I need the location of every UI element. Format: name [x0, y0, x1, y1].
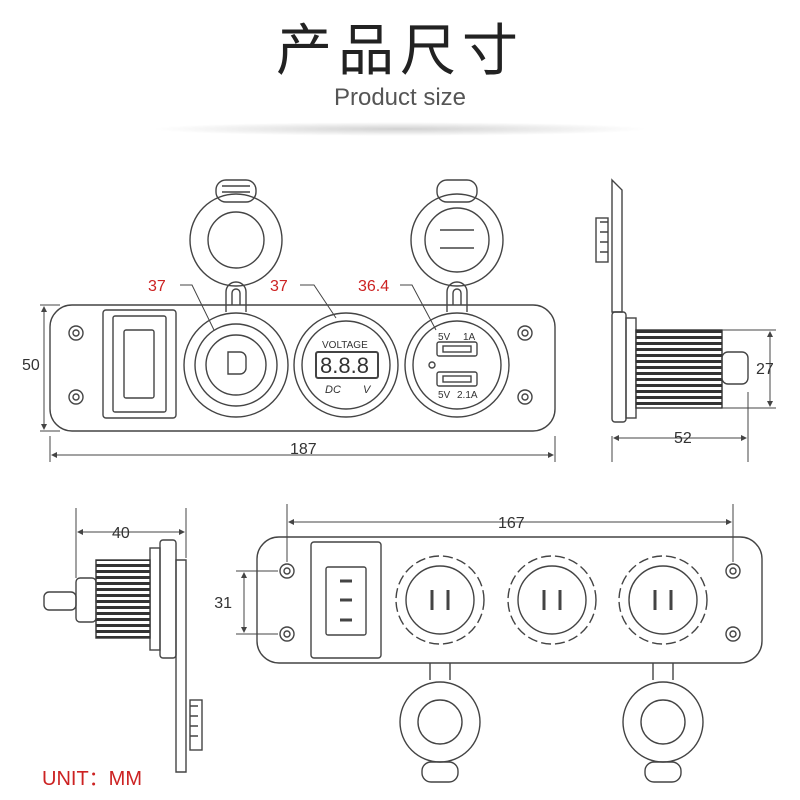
front-dimensions — [40, 284, 556, 462]
back-nut-3 — [618, 555, 708, 645]
rocker-switch — [102, 309, 177, 419]
thread-height-label: 27 — [756, 361, 774, 378]
voltmeter-digits: 8.8.8 — [320, 353, 369, 378]
front-width-label: 187 — [290, 441, 317, 458]
back-nut-1 — [395, 555, 485, 645]
unit-note: UNIT：MM — [42, 762, 142, 791]
right-side-view — [595, 178, 776, 462]
unit-value: MM — [108, 768, 142, 790]
front-height-label: 50 — [22, 357, 40, 374]
voltmeter-dc-label: DC — [325, 384, 341, 396]
side-depth-label: 52 — [674, 430, 692, 447]
usb-port1-voltage: 5V — [438, 332, 451, 343]
cigarette-socket — [183, 179, 289, 418]
usb-charger — [404, 179, 510, 418]
voltmeter-diameter-label: 37 — [270, 278, 288, 295]
socket-diameter-label: 37 — [148, 278, 166, 295]
back-switch — [310, 541, 382, 659]
voltmeter-v-label: V — [363, 384, 372, 396]
back-mount-holes — [279, 563, 741, 642]
front-view — [40, 179, 556, 462]
front-mount-holes — [68, 325, 533, 405]
usb-diameter-label: 36.4 — [358, 278, 389, 295]
left-side-view — [43, 508, 203, 773]
unit-label: UNIT： — [42, 768, 109, 790]
back-view — [236, 504, 763, 783]
title-shadow — [150, 122, 650, 136]
left-depth-label: 40 — [112, 525, 130, 542]
usb-port2-current: 2.1A — [457, 390, 478, 401]
front-panel — [49, 304, 556, 432]
voltmeter-title: VOLTAGE — [322, 340, 368, 351]
usb-port2-voltage: 5V — [438, 390, 451, 401]
back-caps — [399, 663, 704, 783]
back-nut-2 — [507, 555, 597, 645]
back-width-label: 167 — [498, 515, 525, 532]
page-title-zh: 产品尺寸 — [276, 19, 524, 84]
back-height-label: 31 — [214, 595, 232, 612]
page-title-en: Product size — [333, 84, 467, 111]
voltmeter — [293, 312, 399, 418]
usb-port1-current: 1A — [463, 332, 476, 343]
